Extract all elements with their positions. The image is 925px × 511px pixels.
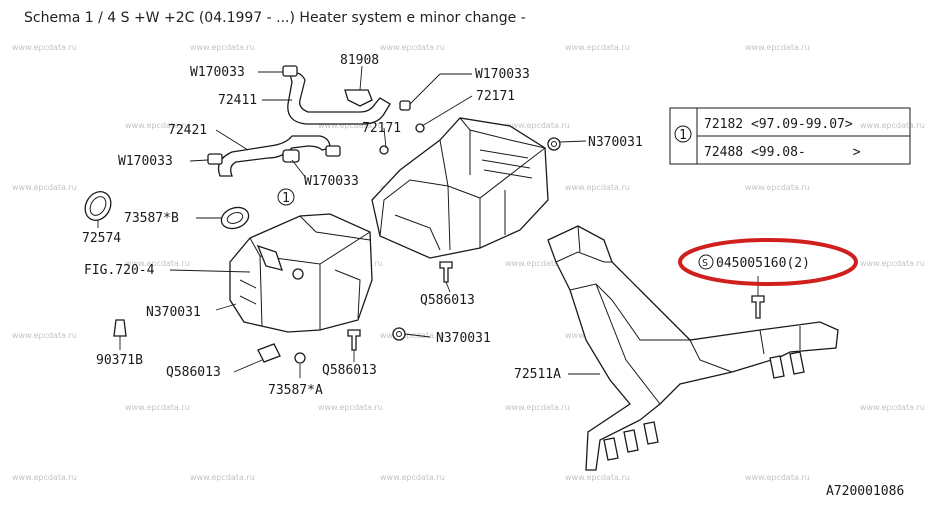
page-title: Schema 1 / 4 S +W +2C (04.1997 - ...) He… xyxy=(24,10,526,26)
part-label: W170033 xyxy=(190,65,245,80)
watermark: www.epcdata.ru xyxy=(318,121,383,130)
watermark: www.epcdata.ru xyxy=(380,43,445,52)
watermark: www.epcdata.ru xyxy=(860,121,925,130)
watermark: www.epcdata.ru xyxy=(380,473,445,482)
leader-lines xyxy=(97,65,759,378)
upper-hose-assembly xyxy=(207,65,425,177)
watermark: www.epcdata.ru xyxy=(860,259,925,268)
part-label: 73587*B xyxy=(124,211,179,226)
highlight-ellipse xyxy=(678,238,858,286)
watermark: www.epcdata.ru xyxy=(745,43,810,52)
part-label: 73587*A xyxy=(268,383,323,398)
watermark: www.epcdata.ru xyxy=(125,259,190,268)
ref-circle-icon xyxy=(277,188,295,206)
part-label: 72411 xyxy=(218,93,257,108)
part-label: 81908 xyxy=(340,53,379,68)
watermark: www.epcdata.ru xyxy=(565,43,630,52)
watermark: www.epcdata.ru xyxy=(860,403,925,412)
heater-core-box xyxy=(229,213,406,364)
part-labels: W170033 81908 W170033 72411 72171 72421 … xyxy=(82,53,643,398)
watermark: www.epcdata.ru xyxy=(505,259,570,268)
figure-id: A720001086 xyxy=(826,484,904,499)
grommets xyxy=(84,191,250,337)
watermark: www.epcdata.ru xyxy=(505,403,570,412)
part-label: 72171 xyxy=(362,121,401,136)
s-symbol-icon xyxy=(698,254,714,270)
part-label: 72511A xyxy=(514,367,561,382)
ref-circle-icon xyxy=(674,125,692,143)
watermark: www.epcdata.ru xyxy=(12,43,77,52)
watermark: www.epcdata.ru xyxy=(12,331,77,340)
part-label: Q586013 xyxy=(322,363,377,378)
watermark: www.epcdata.ru xyxy=(12,473,77,482)
part-label: 72421 xyxy=(168,123,207,138)
watermark: www.epcdata.ru xyxy=(190,473,255,482)
watermark: www.epcdata.ru xyxy=(505,121,570,130)
part-label: Q586013 xyxy=(420,293,475,308)
part-label: W170033 xyxy=(475,67,530,82)
table-ref: 1 xyxy=(679,128,687,143)
part-label: N370031 xyxy=(146,305,201,320)
part-label: N370031 xyxy=(436,331,491,346)
watermark: www.epcdata.ru xyxy=(318,403,383,412)
s-symbol: S xyxy=(702,258,708,269)
part-label: 90371B xyxy=(96,353,143,368)
watermark: www.epcdata.ru xyxy=(745,473,810,482)
part-label: W170033 xyxy=(118,154,173,169)
part-label: FIG.720-4 xyxy=(84,263,155,278)
table-row: 72488 <99.08- > xyxy=(704,145,861,160)
watermark: www.epcdata.ru xyxy=(745,183,810,192)
part-label: W170033 xyxy=(304,174,359,189)
highlighted-callout: S 045005160(2) xyxy=(678,238,858,286)
part-label: 72171 xyxy=(476,89,515,104)
part-label: 045005160(2) xyxy=(716,256,810,271)
watermark: www.epcdata.ru xyxy=(565,183,630,192)
part-label: 72574 xyxy=(82,231,121,246)
watermark: www.epcdata.ru xyxy=(380,331,445,340)
air-duct xyxy=(547,225,839,471)
part-label: N370031 xyxy=(588,135,643,150)
watermark: www.epcdata.ru xyxy=(565,473,630,482)
watermark: www.epcdata.ru xyxy=(125,403,190,412)
part-label: Q586013 xyxy=(166,365,221,380)
table-row: 72182 <97.09-99.07> xyxy=(704,117,853,132)
watermark: www.epcdata.ru xyxy=(125,121,190,130)
watermark: www.epcdata.ru xyxy=(190,43,255,52)
watermark: www.epcdata.ru xyxy=(12,183,77,192)
part-label: 1 xyxy=(282,191,290,206)
heater-unit xyxy=(371,117,561,283)
reference-table: 1 72182 <97.09-99.07> 72488 <99.08- > xyxy=(669,107,911,165)
